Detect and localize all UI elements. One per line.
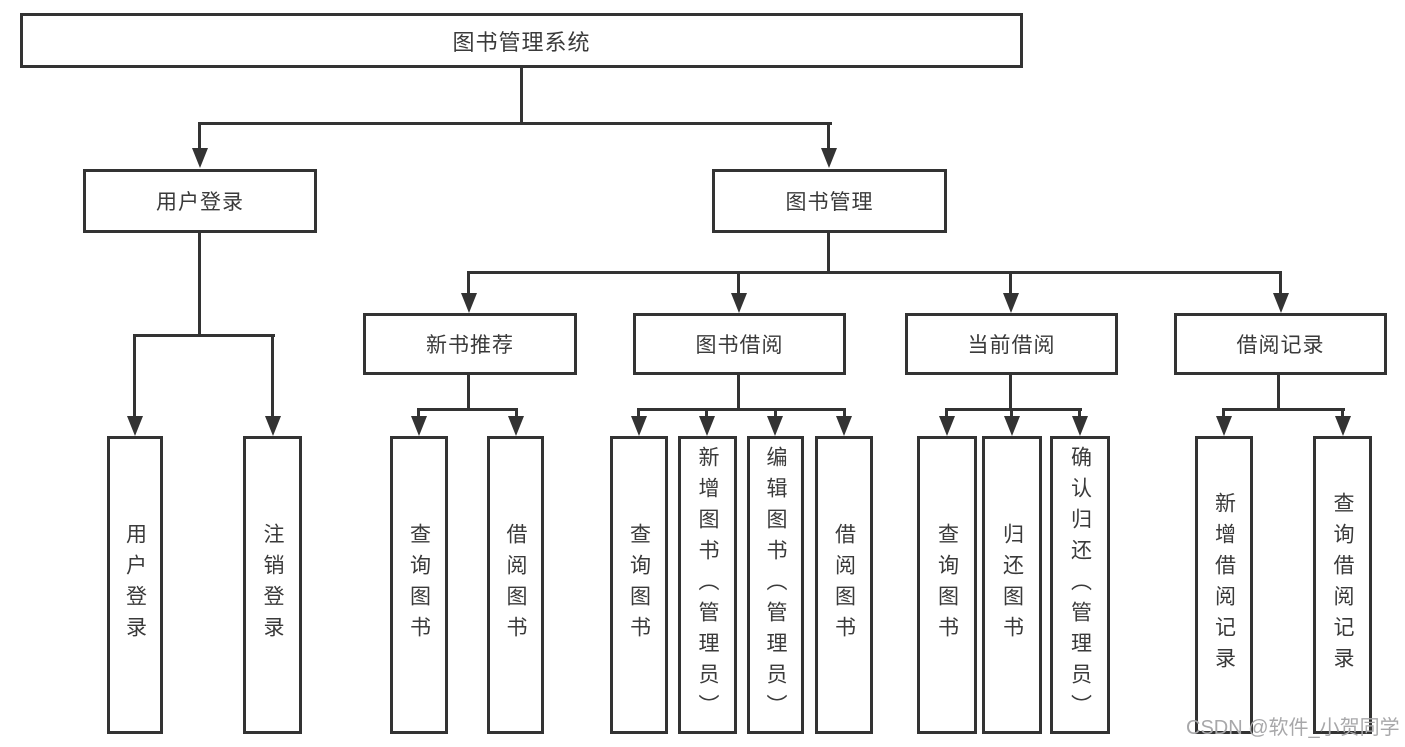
node-user-login: 用户登录 — [83, 169, 317, 233]
connector-drop-bb-borrow — [843, 408, 846, 419]
arrow-bb-borrow — [836, 416, 852, 436]
leaf-bb-borrow-books-label: 借阅图书 — [832, 523, 856, 647]
connector-drop-book-mgmt — [827, 122, 830, 152]
leaf-user-login: 用户登录 — [107, 436, 163, 734]
connector-drop-cb-query — [945, 408, 948, 419]
node-book-borrow-label: 图书借阅 — [695, 334, 784, 357]
node-borrow-records-label: 借阅记录 — [1236, 334, 1325, 357]
connector-drop-current — [1009, 271, 1012, 295]
arrow-nb-borrow — [508, 416, 524, 436]
leaf-bb-add-books: 新增图书（管理员） — [678, 436, 737, 734]
leaf-nb-borrow-books: 借阅图书 — [487, 436, 544, 734]
connector-drop-records — [1279, 271, 1282, 295]
connector-drop-bb-add — [705, 408, 708, 419]
connector-drop-user-login — [198, 122, 201, 152]
arrow-records — [1273, 293, 1289, 313]
connector-book-mgmt-branch — [467, 271, 1282, 274]
leaf-br-add-record-label: 新增借阅记录 — [1212, 492, 1236, 678]
connector-drop-new-book — [467, 271, 470, 295]
node-book-mgmt: 图书管理 — [712, 169, 947, 233]
connector-new-book-trunk — [467, 375, 470, 411]
arrow-cb-return — [1004, 416, 1020, 436]
connector-records-trunk — [1277, 375, 1280, 411]
arrow-bb-query — [631, 416, 647, 436]
leaf-nb-borrow-books-label: 借阅图书 — [504, 523, 527, 647]
node-root-label: 图书管理系统 — [452, 29, 591, 55]
arrow-ul-login — [127, 416, 143, 436]
arrow-current — [1003, 293, 1019, 313]
connector-drop-cb-confirm — [1078, 408, 1081, 419]
connector-drop-nb-borrow — [515, 408, 518, 419]
leaf-bb-add-books-label: 新增图书（管理员） — [696, 445, 719, 725]
arrow-br-add — [1216, 416, 1232, 436]
arrow-new-book — [461, 293, 477, 313]
connector-root-trunk — [520, 68, 523, 124]
arrow-bb-edit — [767, 416, 783, 436]
leaf-user-login-label: 用户登录 — [123, 523, 147, 647]
connector-current-trunk — [1009, 375, 1012, 411]
connector-current-branch — [945, 408, 1082, 411]
node-current-borrow-label: 当前借阅 — [967, 334, 1056, 357]
connector-user-login-branch — [133, 334, 275, 337]
leaf-logout: 注销登录 — [243, 436, 302, 734]
leaf-bb-query-books-label: 查询图书 — [627, 523, 651, 647]
connector-drop-nb-query — [417, 408, 420, 419]
connector-drop-br-query — [1341, 408, 1344, 419]
connector-drop-bb-query — [637, 408, 640, 419]
connector-drop-ul-logout — [271, 334, 274, 418]
leaf-bb-borrow-books: 借阅图书 — [815, 436, 873, 734]
node-new-book-rec-label: 新书推荐 — [426, 334, 514, 357]
arrow-user-login — [192, 148, 208, 168]
leaf-cb-confirm-return: 确认归还（管理员） — [1050, 436, 1110, 734]
leaf-nb-query-books-label: 查询图书 — [407, 523, 431, 647]
csdn-watermark: CSDN @软件_小贺同学 — [1186, 717, 1400, 739]
leaf-cb-return-books-label: 归还图书 — [1000, 523, 1024, 647]
node-new-book-rec: 新书推荐 — [363, 313, 577, 375]
leaf-nb-query-books: 查询图书 — [390, 436, 448, 734]
connector-book-mgmt-trunk — [827, 233, 830, 274]
node-root: 图书管理系统 — [20, 13, 1023, 68]
leaf-bb-query-books: 查询图书 — [610, 436, 668, 734]
arrow-br-query — [1335, 416, 1351, 436]
leaf-bb-edit-books-label: 编辑图书（管理员） — [764, 445, 787, 725]
connector-root-branch — [198, 122, 832, 125]
connector-drop-ul-login — [133, 334, 136, 418]
node-book-borrow: 图书借阅 — [633, 313, 846, 375]
connector-borrow-trunk — [737, 375, 740, 411]
node-current-borrow: 当前借阅 — [905, 313, 1118, 375]
leaf-bb-edit-books: 编辑图书（管理员） — [747, 436, 804, 734]
arrow-borrow — [731, 293, 747, 313]
leaf-br-query-record-label: 查询借阅记录 — [1331, 492, 1354, 678]
connector-drop-bb-edit — [774, 408, 777, 419]
leaf-cb-query-books-label: 查询图书 — [935, 523, 959, 647]
connector-user-login-trunk — [198, 233, 201, 336]
arrow-cb-query — [939, 416, 955, 436]
leaf-cb-query-books: 查询图书 — [917, 436, 977, 734]
node-book-mgmt-label: 图书管理 — [785, 191, 874, 214]
leaf-cb-return-books: 归还图书 — [982, 436, 1042, 734]
node-user-login-label: 用户登录 — [156, 191, 244, 214]
arrow-cb-confirm — [1072, 416, 1088, 436]
connector-drop-borrow — [737, 271, 740, 295]
connector-drop-cb-return — [1010, 408, 1013, 419]
arrow-nb-query — [411, 416, 427, 436]
connector-records-branch — [1222, 408, 1345, 411]
arrow-ul-logout — [265, 416, 281, 436]
connector-drop-br-add — [1222, 408, 1225, 419]
leaf-logout-label: 注销登录 — [261, 523, 284, 647]
connector-borrow-branch — [637, 408, 846, 411]
node-borrow-records: 借阅记录 — [1174, 313, 1387, 375]
leaf-cb-confirm-return-label: 确认归还（管理员） — [1068, 445, 1092, 725]
arrow-book-mgmt — [821, 148, 837, 168]
leaf-br-query-record: 查询借阅记录 — [1313, 436, 1372, 734]
leaf-br-add-record: 新增借阅记录 — [1195, 436, 1253, 734]
connector-new-book-branch — [417, 408, 518, 411]
arrow-bb-add — [699, 416, 715, 436]
